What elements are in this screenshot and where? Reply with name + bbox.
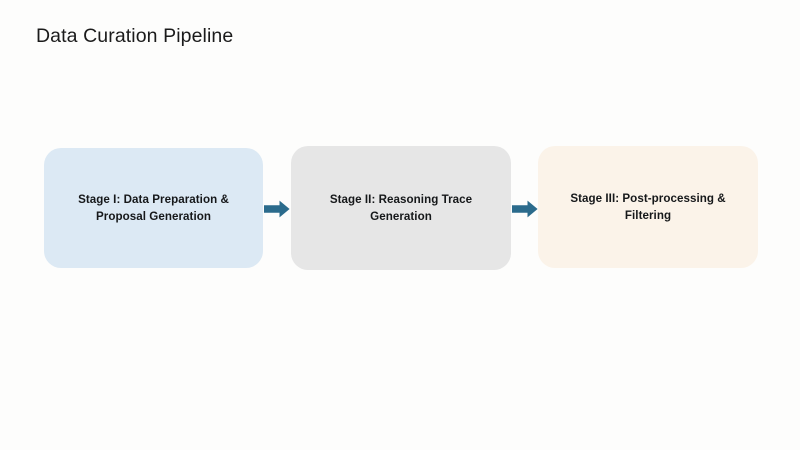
page-title: Data Curation Pipeline	[36, 25, 234, 47]
arrow-right-icon	[264, 200, 290, 218]
arrow-right-icon	[512, 200, 538, 218]
stage-box-3-label: Stage III: Post-processing & Filtering	[570, 191, 726, 223]
stage-box-3[interactable]: Stage III: Post-processing & Filtering	[538, 146, 758, 268]
stage-box-2[interactable]: Stage II: Reasoning Trace Generation	[291, 146, 511, 270]
stage-box-1[interactable]: Stage I: Data Preparation & Proposal Gen…	[44, 148, 263, 268]
stage-box-1-label: Stage I: Data Preparation & Proposal Gen…	[78, 192, 229, 224]
stage-box-2-label: Stage II: Reasoning Trace Generation	[329, 192, 473, 224]
